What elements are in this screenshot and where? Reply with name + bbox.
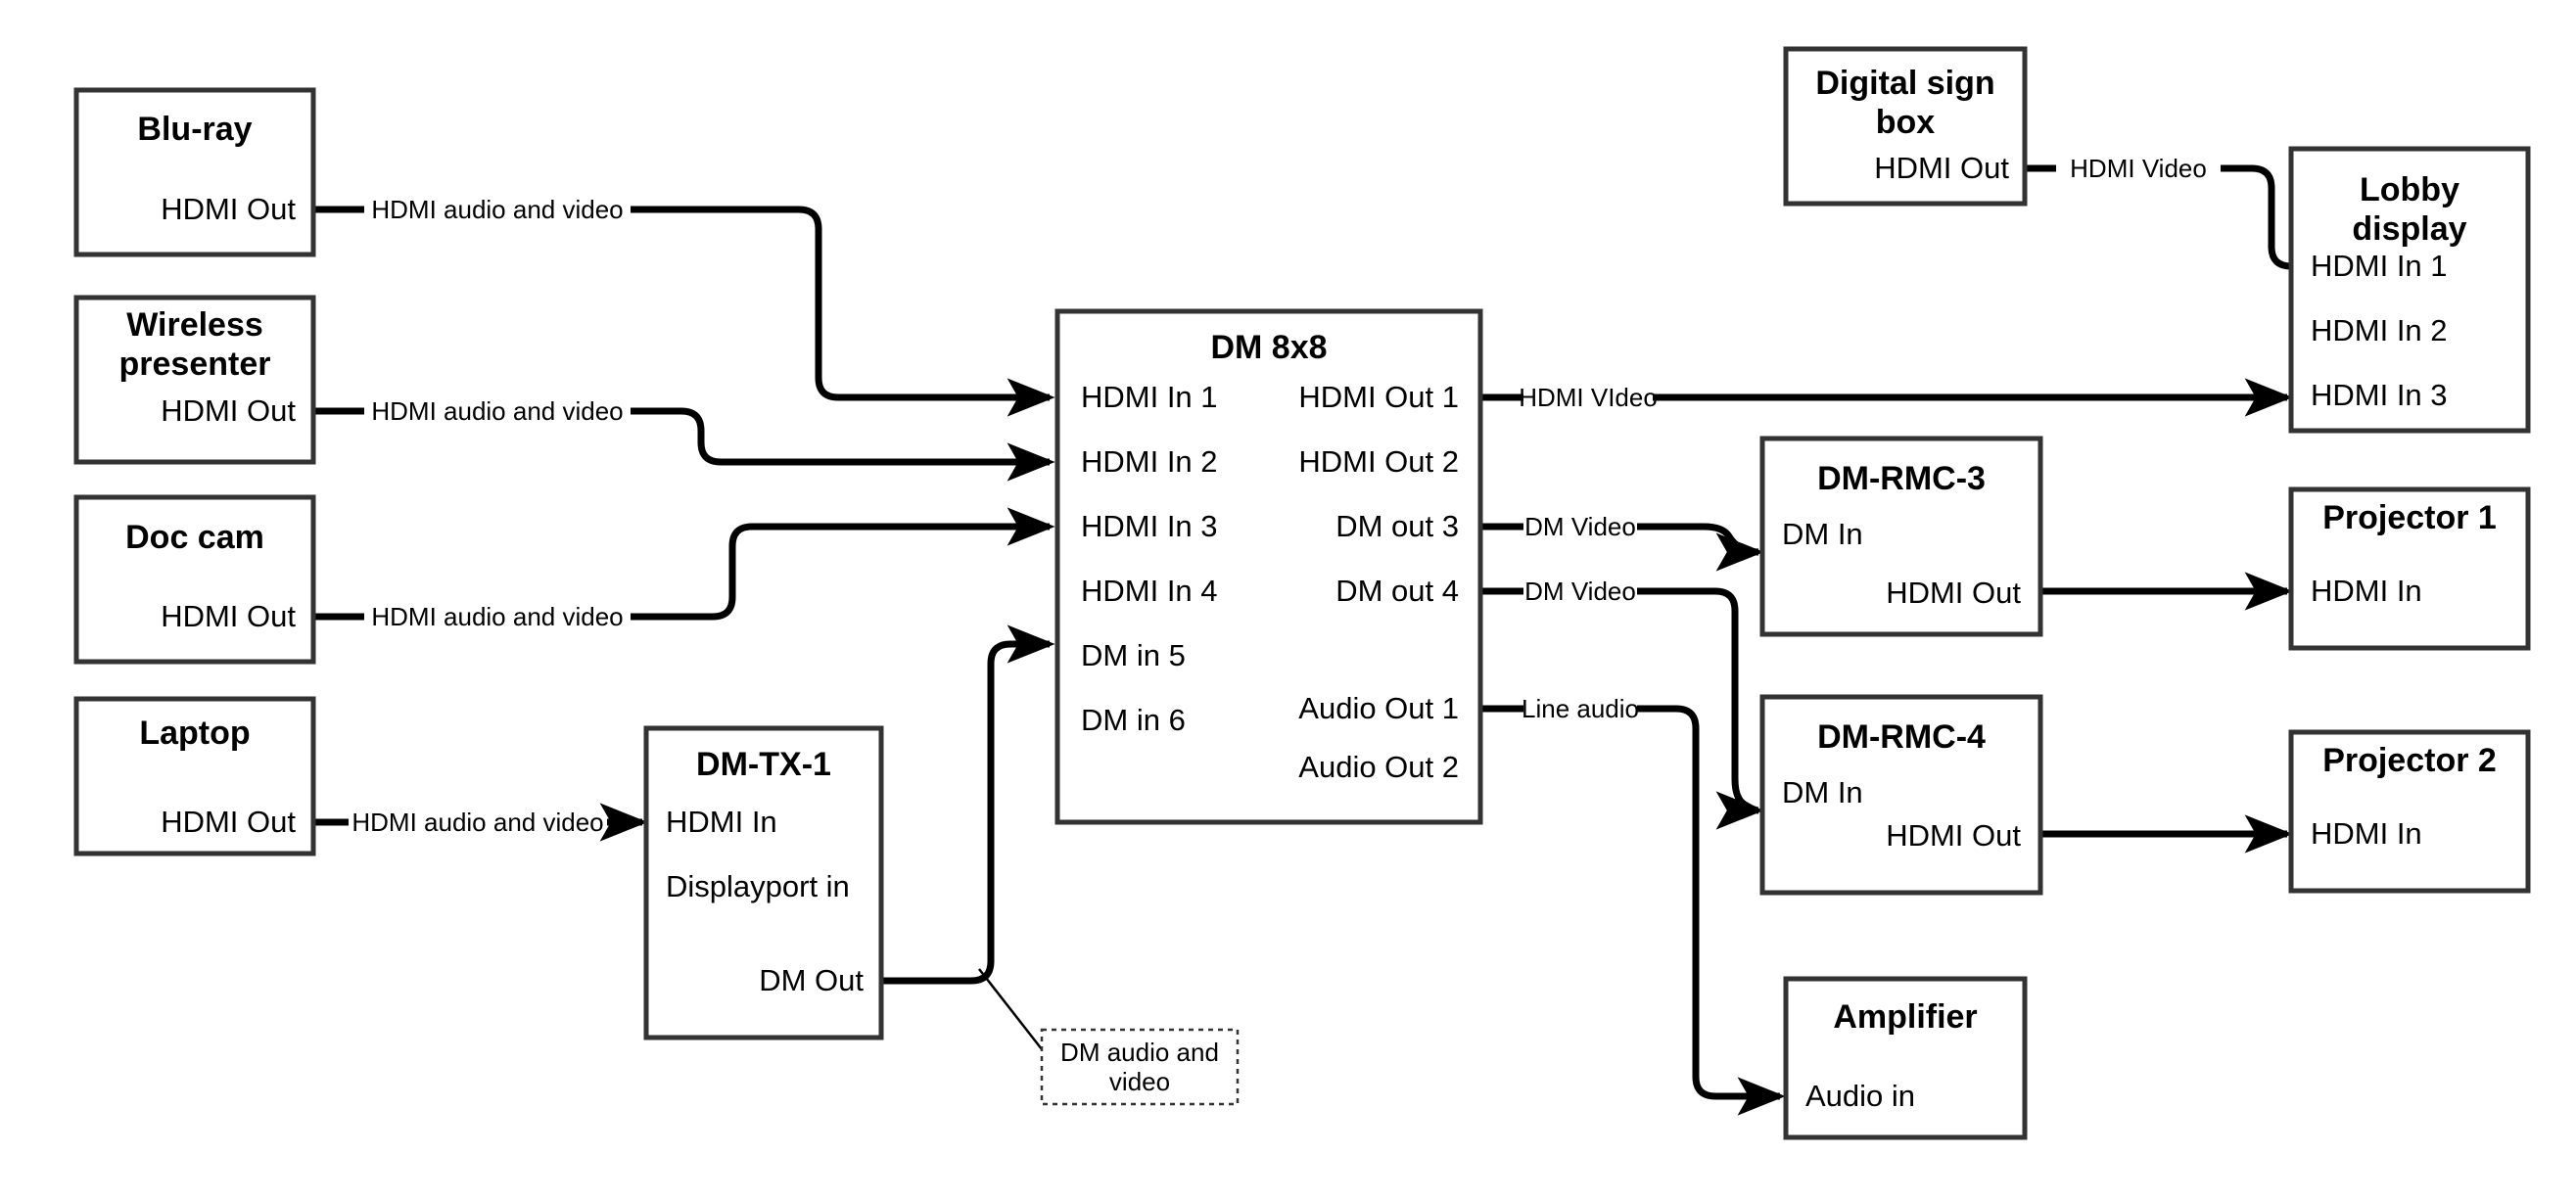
node-dm-rmc-3[interactable]: DM-RMC-3 DM In HDMI Out xyxy=(1759,436,2043,637)
edge-label-hdmi-out-1-to-lobby: HDMI VIdeo xyxy=(1519,383,1658,412)
node-projector-1-title: Projector 1 xyxy=(2322,499,2497,536)
node-laptop[interactable]: Laptop HDMI Out xyxy=(73,696,316,856)
node-doc-cam[interactable]: Doc cam HDMI Out xyxy=(73,494,316,665)
node-dm-tx-1-port-dm-out: DM Out xyxy=(759,963,864,997)
node-dm-8x8-port-dm-in-5: DM in 5 xyxy=(1081,638,1186,672)
node-laptop-title: Laptop xyxy=(139,715,250,752)
node-dm-rmc-3-rect xyxy=(1759,436,2043,637)
node-dm-8x8-rect xyxy=(1054,308,1483,825)
wire-bluray-to-hdmi-in-1 xyxy=(313,206,1050,397)
node-lobby-display-title-line2: display xyxy=(2352,210,2466,248)
node-bluray[interactable]: Blu-ray HDMI Out xyxy=(73,87,316,257)
node-dm-8x8-port-audio-out-2: Audio Out 2 xyxy=(1298,750,1459,784)
node-dm-tx-1-port-hdmi-in: HDMI In xyxy=(666,805,777,839)
node-lobby-display-port-hdmi-in-1: HDMI In 1 xyxy=(2311,249,2448,283)
node-amplifier-port-audio-in: Audio in xyxy=(1805,1079,1915,1113)
node-dm-8x8-port-hdmi-out-2: HDMI Out 2 xyxy=(1298,444,1459,479)
node-projector-1-rect xyxy=(2288,486,2531,651)
node-wireless-presenter-rect xyxy=(73,295,316,465)
node-digital-sign-box-rect xyxy=(1783,46,2028,207)
node-laptop-rect xyxy=(73,696,316,856)
node-dm-8x8-port-hdmi-in-3: HDMI In 3 xyxy=(1081,509,1218,543)
node-dm-8x8-port-hdmi-out-1: HDMI Out 1 xyxy=(1298,380,1459,414)
node-dm-rmc-3-port-dm-in: DM In xyxy=(1782,517,1863,551)
note-dm-audio-and-video-line2: video xyxy=(1109,1067,1170,1096)
edge-label-sign-to-lobby: HDMI Video xyxy=(2070,154,2207,183)
node-doc-cam-rect xyxy=(73,494,316,665)
node-dm-8x8[interactable]: DM 8x8 HDMI In 1 HDMI In 2 HDMI In 3 HDM… xyxy=(1054,308,1483,825)
node-projector-2-port-hdmi-in: HDMI In xyxy=(2311,816,2422,851)
node-lobby-display-port-hdmi-in-3: HDMI In 3 xyxy=(2311,378,2448,412)
node-wireless-presenter[interactable]: Wireless presenter HDMI Out xyxy=(73,295,316,465)
node-amplifier-rect xyxy=(1783,976,2028,1140)
node-laptop-port-hdmi-out: HDMI Out xyxy=(161,805,296,839)
note-dm-audio-and-video-rect xyxy=(1040,1028,1240,1106)
node-projector-2[interactable]: Projector 2 HDMI In xyxy=(2288,729,2531,894)
node-lobby-display-title-line1: Lobby xyxy=(2360,171,2459,208)
node-bluray-rect xyxy=(73,87,316,257)
node-amplifier[interactable]: Amplifier Audio in xyxy=(1783,976,2028,1140)
node-wireless-presenter-title-line2: presenter xyxy=(119,346,271,383)
node-wireless-presenter-title-line1: Wireless xyxy=(126,306,263,344)
node-digital-sign-box-title-line2: box xyxy=(1876,104,1936,141)
edge-label-wireless-to-hdmi-in-2: HDMI audio and video xyxy=(371,396,623,426)
node-projector-2-title: Projector 2 xyxy=(2322,742,2497,779)
wire-dmtx1-to-dm-in-5 xyxy=(881,624,1055,985)
node-dm-tx-1[interactable]: DM-TX-1 HDMI In Displayport in DM Out xyxy=(643,725,884,1040)
node-dm-8x8-title: DM 8x8 xyxy=(1210,329,1327,366)
node-dm-rmc-4-port-dm-in: DM In xyxy=(1782,775,1863,809)
node-doc-cam-title: Doc cam xyxy=(125,519,264,556)
wire-doccam-to-hdmi-in-3 xyxy=(313,527,1050,621)
note-dm-audio-and-video-line1: DM audio and xyxy=(1060,1038,1219,1067)
node-dm-8x8-port-dm-in-6: DM in 6 xyxy=(1081,703,1186,737)
node-dm-rmc-4-port-hdmi-out: HDMI Out xyxy=(1886,818,2021,853)
edge-label-dm-out-4-to-rmc4: DM Video xyxy=(1524,577,1636,606)
node-bluray-title: Blu-ray xyxy=(137,111,252,148)
node-dm-tx-1-rect xyxy=(643,725,884,1040)
node-dm-8x8-port-dm-out-3: DM out 3 xyxy=(1335,509,1459,543)
node-dm-8x8-port-audio-out-1: Audio Out 1 xyxy=(1298,691,1459,725)
node-doc-cam-port-hdmi-out: HDMI Out xyxy=(161,599,296,633)
edge-label-audio-out-1-to-amplifier: Line audio xyxy=(1522,694,1639,723)
node-dm-rmc-4-title: DM-RMC-4 xyxy=(1817,718,1986,756)
node-digital-sign-box-title-line1: Digital sign xyxy=(1815,65,1994,102)
edge-label-doccam-to-hdmi-in-3: HDMI audio and video xyxy=(371,602,623,631)
wire-sign-to-lobby-hdmi-in-1 xyxy=(2025,164,2291,266)
node-dm-8x8-port-hdmi-in-1: HDMI In 1 xyxy=(1081,380,1218,414)
node-dm-tx-1-port-displayport-in: Displayport in xyxy=(666,869,850,903)
wire-dm-out-4-to-rmc4 xyxy=(1480,587,1758,810)
wire-wireless-to-hdmi-in-2 xyxy=(313,411,1050,462)
node-dm-rmc-3-port-hdmi-out: HDMI Out xyxy=(1886,576,2021,610)
node-bluray-port-hdmi-out: HDMI Out xyxy=(161,192,296,226)
node-dm-rmc-4[interactable]: DM-RMC-4 DM In HDMI Out xyxy=(1759,694,2043,896)
note-dm-audio-and-video: DM audio and video xyxy=(1040,1028,1240,1106)
leader-dm-audio-video-note xyxy=(978,968,1043,1050)
node-lobby-display-port-hdmi-in-2: HDMI In 2 xyxy=(2311,313,2448,347)
node-projector-1[interactable]: Projector 1 HDMI In xyxy=(2288,486,2531,651)
node-projector-2-rect xyxy=(2288,729,2531,894)
node-dm-rmc-3-title: DM-RMC-3 xyxy=(1817,460,1986,497)
node-digital-sign-box[interactable]: Digital sign box HDMI Out xyxy=(1783,46,2028,207)
wire-audio-out-1-to-amplifier xyxy=(1480,705,1780,1096)
node-lobby-display-rect xyxy=(2288,146,2531,434)
node-digital-sign-box-port-hdmi-out: HDMI Out xyxy=(1874,151,2009,185)
node-dm-tx-1-title: DM-TX-1 xyxy=(696,746,831,783)
node-dm-8x8-port-hdmi-in-4: HDMI In 4 xyxy=(1081,574,1218,608)
edge-label-laptop-to-dmtx1: HDMI audio and video xyxy=(351,808,603,837)
node-amplifier-title: Amplifier xyxy=(1833,998,1977,1036)
node-dm-8x8-port-hdmi-in-2: HDMI In 2 xyxy=(1081,444,1218,479)
wire-dm-out-3-to-rmc3 xyxy=(1480,527,1758,552)
node-wireless-presenter-port-hdmi-out: HDMI Out xyxy=(161,393,296,428)
edge-label-dm-out-3-to-rmc3: DM Video xyxy=(1524,512,1636,541)
edge-label-bluray-to-hdmi-in-1: HDMI audio and video xyxy=(371,195,623,224)
node-dm-rmc-4-rect xyxy=(1759,694,2043,896)
node-projector-1-port-hdmi-in: HDMI In xyxy=(2311,574,2422,608)
node-lobby-display[interactable]: Lobby display HDMI In 1 HDMI In 2 HDMI I… xyxy=(2288,146,2531,434)
node-dm-8x8-port-dm-out-4: DM out 4 xyxy=(1335,574,1459,608)
